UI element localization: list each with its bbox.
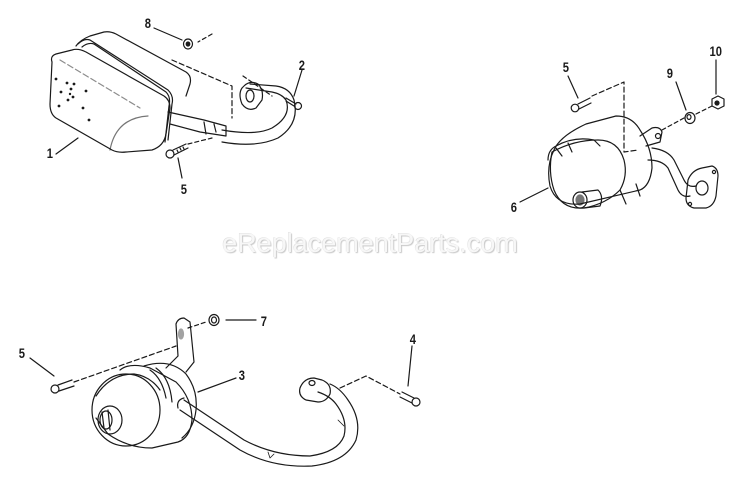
exhaust-pipe [221,87,288,134]
mounting-bracket [167,111,227,137]
nut-part-7[interactable] [208,313,220,327]
washer-part-8[interactable] [182,38,194,50]
leader-line-2 [293,69,303,97]
leader-line-6 [519,187,549,203]
rectangular-muffler-group [49,27,303,179]
round-muffler-a-group [519,59,725,209]
leader-line-5-tr [567,75,579,99]
bolt-part-4[interactable] [399,391,421,407]
bolt-part-5-bottom-left[interactable] [50,379,75,394]
callout-3: 3 [238,367,246,383]
muffler-round-part-3[interactable] [91,362,197,449]
vent-holes [54,77,91,122]
mounting-bracket [639,126,663,147]
callout-4: 4 [409,331,417,347]
callout-5-bottom-left: 5 [18,345,26,361]
round-muffler-b-group [29,313,421,467]
leader-line-5-bl [29,357,55,377]
exhaust-flange [685,165,719,209]
leader-line-8 [153,27,183,41]
callout-5-top-left: 5 [180,181,188,197]
callout-8: 8 [144,15,152,31]
leader-line-1 [55,137,79,155]
bolt-part-5-top-right[interactable] [570,97,592,113]
leader-line-4 [407,345,413,387]
screw-part-2[interactable] [285,97,303,111]
muffler-round-part-6[interactable] [547,115,653,209]
leader-line-5-tl [177,157,183,179]
exhaust-flange [239,81,264,110]
mounting-bracket [165,317,195,373]
exhaust-pipe [179,383,359,467]
leader-line-3 [197,377,237,393]
callout-6: 6 [510,199,518,215]
watermark: eReplacementParts.com [222,228,518,258]
exhaust-pipe [651,147,697,187]
callout-1: 1 [46,145,54,161]
muffler-rectangular-part-1[interactable] [49,31,192,153]
callout-7: 7 [260,313,268,329]
callout-10: 10 [709,43,723,59]
spacer-part-9[interactable] [684,111,696,125]
callout-9: 9 [666,65,674,81]
callout-5-top-right: 5 [562,59,570,75]
callout-2: 2 [298,57,306,73]
leader-line-9 [675,81,687,111]
nut-part-10[interactable] [711,95,725,110]
bolt-part-5-top-left[interactable] [165,143,189,159]
